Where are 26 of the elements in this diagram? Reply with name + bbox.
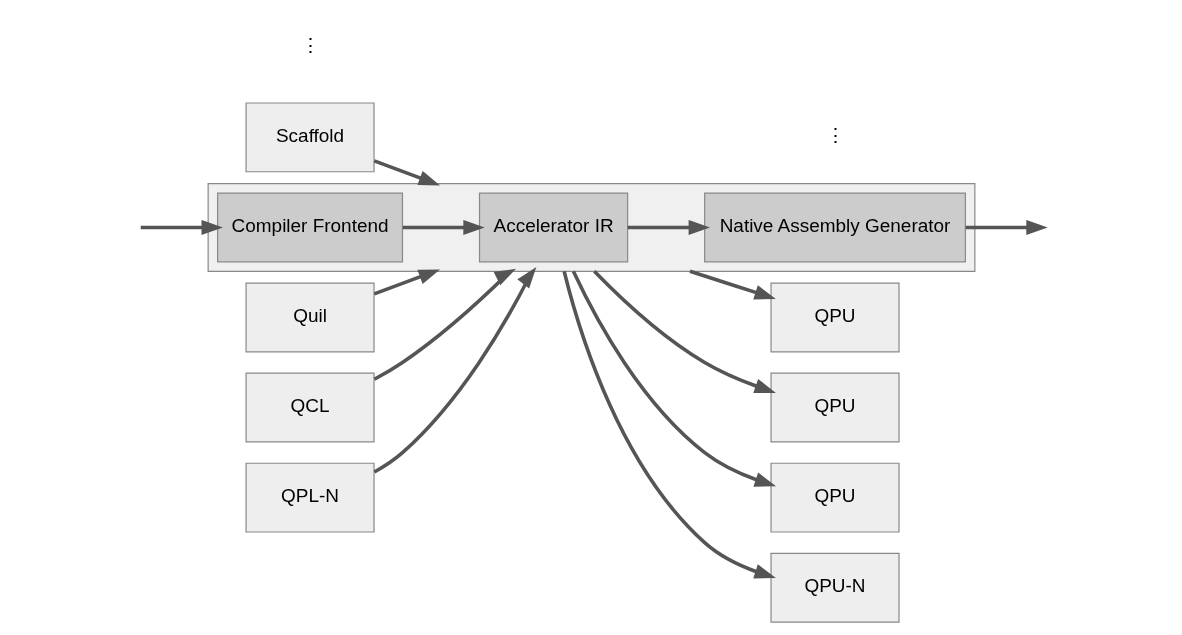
node-box: QPL-N (244, 462, 375, 533)
arrow (373, 159, 440, 186)
cluster (207, 183, 975, 272)
arrow (965, 219, 1048, 235)
arrow (140, 219, 223, 235)
node-box: QPU (769, 282, 900, 353)
arrow (627, 219, 710, 235)
node-box: QPU (769, 462, 900, 533)
arrow (373, 268, 516, 381)
label: ⋮ (300, 34, 320, 56)
node-box: Quil (244, 282, 375, 353)
arrow (561, 270, 776, 579)
label: ⋮ (825, 124, 845, 146)
node-box: Compiler Frontend (216, 192, 403, 263)
node-box: Native Assembly Generator (703, 192, 966, 263)
arrow (571, 270, 776, 487)
arrow (688, 269, 776, 300)
arrow (373, 267, 536, 474)
node-box: Scaffold (244, 102, 375, 173)
arrow (402, 219, 485, 235)
node-box: Accelerator IR (478, 192, 628, 263)
arrow (592, 270, 776, 394)
node-box: QPU (769, 372, 900, 443)
node-box: QPU-N (769, 552, 900, 623)
node-box: QCL (244, 372, 375, 443)
arrow (373, 269, 440, 296)
